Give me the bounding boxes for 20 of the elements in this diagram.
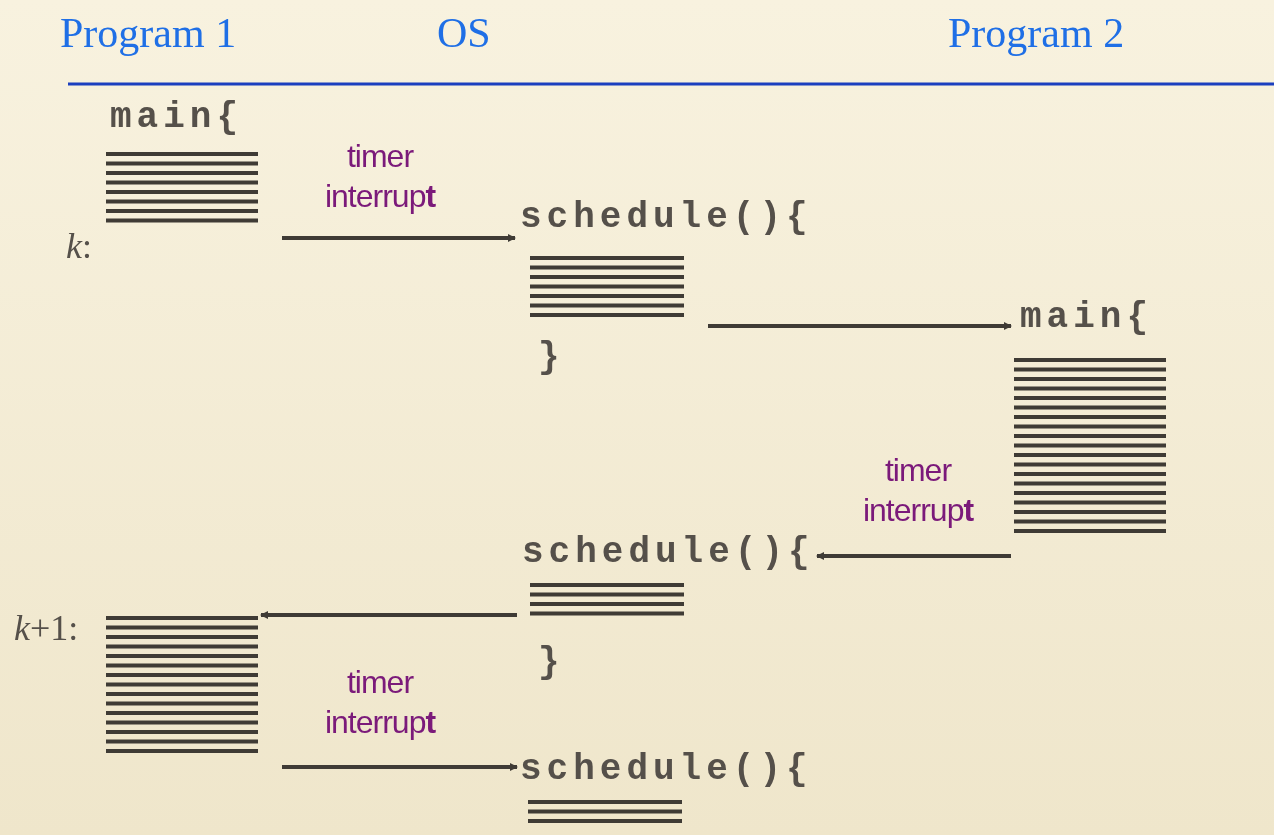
arrow [260, 611, 517, 619]
arrow [282, 234, 516, 242]
code-heading: main{ [110, 100, 244, 136]
closing-brace: } [538, 340, 565, 376]
arrow [816, 552, 1011, 560]
code-heading: main{ [1020, 300, 1154, 336]
arrow [708, 322, 1012, 330]
column-heading: Program 2 [948, 12, 1125, 54]
closing-brace: } [538, 645, 565, 681]
code-heading: schedule(){ [522, 535, 815, 571]
code-heading: schedule(){ [520, 752, 813, 788]
edge-label: timer interrupt [861, 451, 975, 530]
column-heading: OS [437, 12, 491, 54]
row-label: k+1: [14, 610, 79, 646]
arrow [282, 763, 518, 771]
edge-label: timer interrupt [323, 137, 437, 216]
code-heading: schedule(){ [520, 200, 813, 236]
column-heading: Program 1 [60, 12, 237, 54]
row-label: k: [66, 228, 92, 264]
edge-label: timer interrupt [323, 663, 437, 742]
